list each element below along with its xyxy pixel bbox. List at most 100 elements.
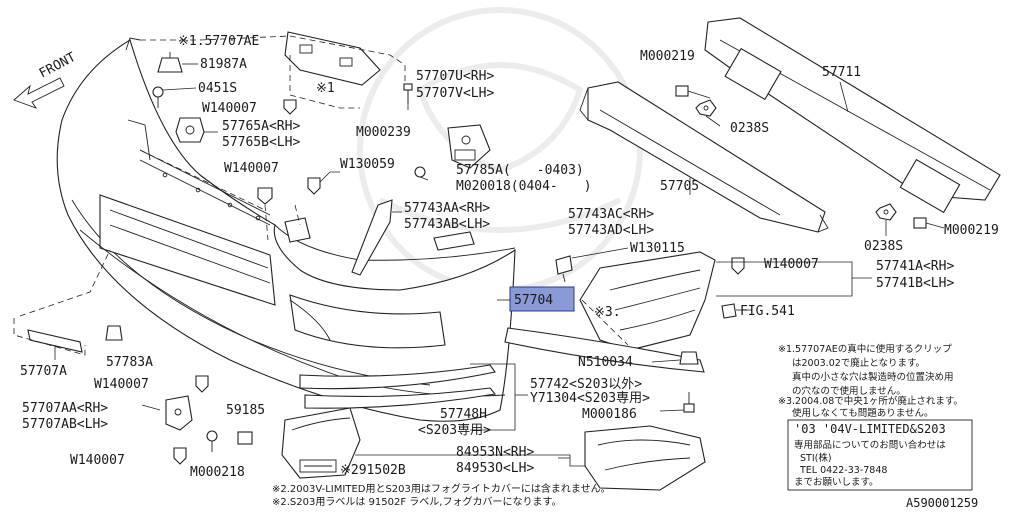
label-84953n: 84953N<RH> xyxy=(456,445,534,460)
label-57743ac: 57743AC<RH> xyxy=(568,207,654,222)
label-w140007-d: W140007 xyxy=(94,377,149,392)
s203-badge xyxy=(299,459,337,473)
lip-57748h[interactable] xyxy=(299,364,497,409)
lip-57742[interactable] xyxy=(504,327,705,373)
center-mount xyxy=(284,204,311,243)
svg-text:57704: 57704 xyxy=(514,293,553,308)
label-0451s: 0451S xyxy=(198,81,237,96)
bolt-m000239[interactable] xyxy=(403,83,413,104)
clip-w140007-top[interactable] xyxy=(283,99,297,115)
reference-number: A590001259 xyxy=(906,496,978,510)
label-m000218: M000218 xyxy=(190,465,245,480)
clip-w140007-bottom[interactable] xyxy=(173,447,187,465)
mounting-strip xyxy=(139,149,271,226)
bolt-m000186[interactable] xyxy=(683,392,695,413)
label-57742: 57742<S203以外> xyxy=(530,377,642,392)
note-box-line: までお願いします。 xyxy=(794,477,879,488)
label-57705: 57705 xyxy=(660,179,699,194)
notes-right: ※1.57707AEの真中に使用するクリップ は2003.02で廃止となります。… xyxy=(778,343,963,419)
clip-w130115[interactable] xyxy=(555,255,573,283)
fog-cover-right[interactable] xyxy=(584,425,706,491)
note-bottom-2: ※2.S203用ラベルは 91502F ラベル,フォグカバーになります。 xyxy=(272,495,561,508)
label-star1: ※1 xyxy=(316,81,335,96)
label-m020018: M020018(0404- ) xyxy=(456,179,592,194)
clip-w140007-center[interactable] xyxy=(257,187,273,205)
label-84953o: 84953O<LH> xyxy=(456,461,534,476)
label-57743aa: 57743AA<RH> xyxy=(404,201,490,216)
label-57707ab: 57707AB<LH> xyxy=(22,417,108,432)
beam-57711[interactable] xyxy=(704,17,1001,214)
fog-cover-left[interactable] xyxy=(281,407,361,479)
label-291502b: ※291502B xyxy=(340,463,406,478)
note-right-line: 真中の小さな穴は製造時の位置決め用 xyxy=(792,371,954,383)
label-57765a: 57765A<RH> xyxy=(222,119,300,134)
front-label: FRONT xyxy=(37,50,79,82)
nut-0238s-lower[interactable] xyxy=(875,203,897,221)
label-57707v: 57707V<LH> xyxy=(416,86,494,101)
label-w140007-b: W140007 xyxy=(224,161,279,176)
label-81987a: 81987A xyxy=(200,57,247,72)
cover-57743aa[interactable] xyxy=(351,199,393,276)
label-m000239: M000239 xyxy=(356,125,411,140)
label-n510034: N510034 xyxy=(578,355,633,370)
label-w140007-c: W140007 xyxy=(764,257,819,272)
note-box-line: 専用部品についてのお問い合わせは xyxy=(794,439,946,451)
label-m000219-a: M000219 xyxy=(640,49,695,64)
label-57711: 57711 xyxy=(822,65,861,80)
label-57748h: 57748H xyxy=(440,407,487,422)
note-box: '03 '04V-LIMITED&S203 専用部品についてのお問い合わせは S… xyxy=(787,419,973,491)
bolt-m000218[interactable] xyxy=(206,430,218,452)
reinforcement-57705[interactable] xyxy=(579,81,829,233)
bolt-m000219-lower[interactable] xyxy=(913,217,945,229)
label-w130115: W130115 xyxy=(630,241,685,256)
front-arrow-icon xyxy=(13,77,65,109)
label-0238s-b: 0238S xyxy=(864,239,903,254)
label-57741a: 57741A<RH> xyxy=(876,259,954,274)
bolt-57785a[interactable] xyxy=(414,166,429,181)
note-box-title: '03 '04V-LIMITED&S203 xyxy=(794,422,946,436)
highlight-57704[interactable]: 57704 xyxy=(509,286,575,312)
bracket-57707ae[interactable] xyxy=(284,31,381,86)
note-right-line: ※1.57707AEの真中に使用するクリップ xyxy=(778,343,952,355)
bracket-57707u[interactable] xyxy=(447,124,491,169)
watermark-emblem xyxy=(357,7,643,293)
label-m000186: M000186 xyxy=(582,407,637,422)
label-w130059: W130059 xyxy=(340,157,395,172)
label-57783a: 57783A xyxy=(106,355,153,370)
dashed-guide-star1 xyxy=(289,55,360,109)
label-w140007-e: W140007 xyxy=(70,453,125,468)
label-57741b: 57741B<LH> xyxy=(876,276,954,291)
clip-59185[interactable] xyxy=(237,431,253,445)
nut-0238s-upper[interactable] xyxy=(695,99,717,117)
label-fig541: FIG.541 xyxy=(740,304,795,319)
clip-fig541[interactable] xyxy=(721,303,737,319)
clip-n510034[interactable] xyxy=(679,351,699,365)
bracket-57765a[interactable] xyxy=(175,117,205,143)
label-s203only: <S203専用> xyxy=(418,423,491,438)
note-right-line: の穴なので使用しません。 xyxy=(792,385,906,397)
label-57707a: 57707A xyxy=(20,364,67,379)
bracket-57707a[interactable] xyxy=(27,329,83,353)
bolt-m000219-upper[interactable] xyxy=(675,85,711,99)
clip-81987a[interactable] xyxy=(157,52,183,73)
note-box-line: STI(株) xyxy=(800,452,832,464)
label-57707u: 57707U<RH> xyxy=(416,69,494,84)
clip-w140007-lower-left[interactable] xyxy=(195,375,209,393)
label-59185: 59185 xyxy=(226,403,265,418)
note-box-line: TEL 0422-33-7848 xyxy=(799,465,887,476)
label-57743ad: 57743AD<LH> xyxy=(568,223,654,238)
label-w140007-a: W140007 xyxy=(202,101,257,116)
grille-57741a[interactable] xyxy=(579,251,716,351)
bracket-57707aa[interactable] xyxy=(165,395,193,431)
clip-w140007-right[interactable] xyxy=(731,257,745,275)
bolt-0451s[interactable] xyxy=(152,86,164,108)
clip-w130059[interactable] xyxy=(307,177,321,195)
note-bottom-1: ※2.2003V-LIMITED用とS203用はフォグライトカバーには含まれませ… xyxy=(272,482,611,495)
label-m000219-b: M000219 xyxy=(944,223,999,238)
dashed-guide-57707ae xyxy=(140,35,406,90)
clip-57783a[interactable] xyxy=(105,325,123,341)
dashed-guide-57707a xyxy=(13,318,86,356)
note-right-line: 使用しなくても問題ありません。 xyxy=(792,407,933,419)
label-57707ae: ※1.57707AE xyxy=(178,34,259,49)
piece-57743ac[interactable] xyxy=(433,231,475,251)
